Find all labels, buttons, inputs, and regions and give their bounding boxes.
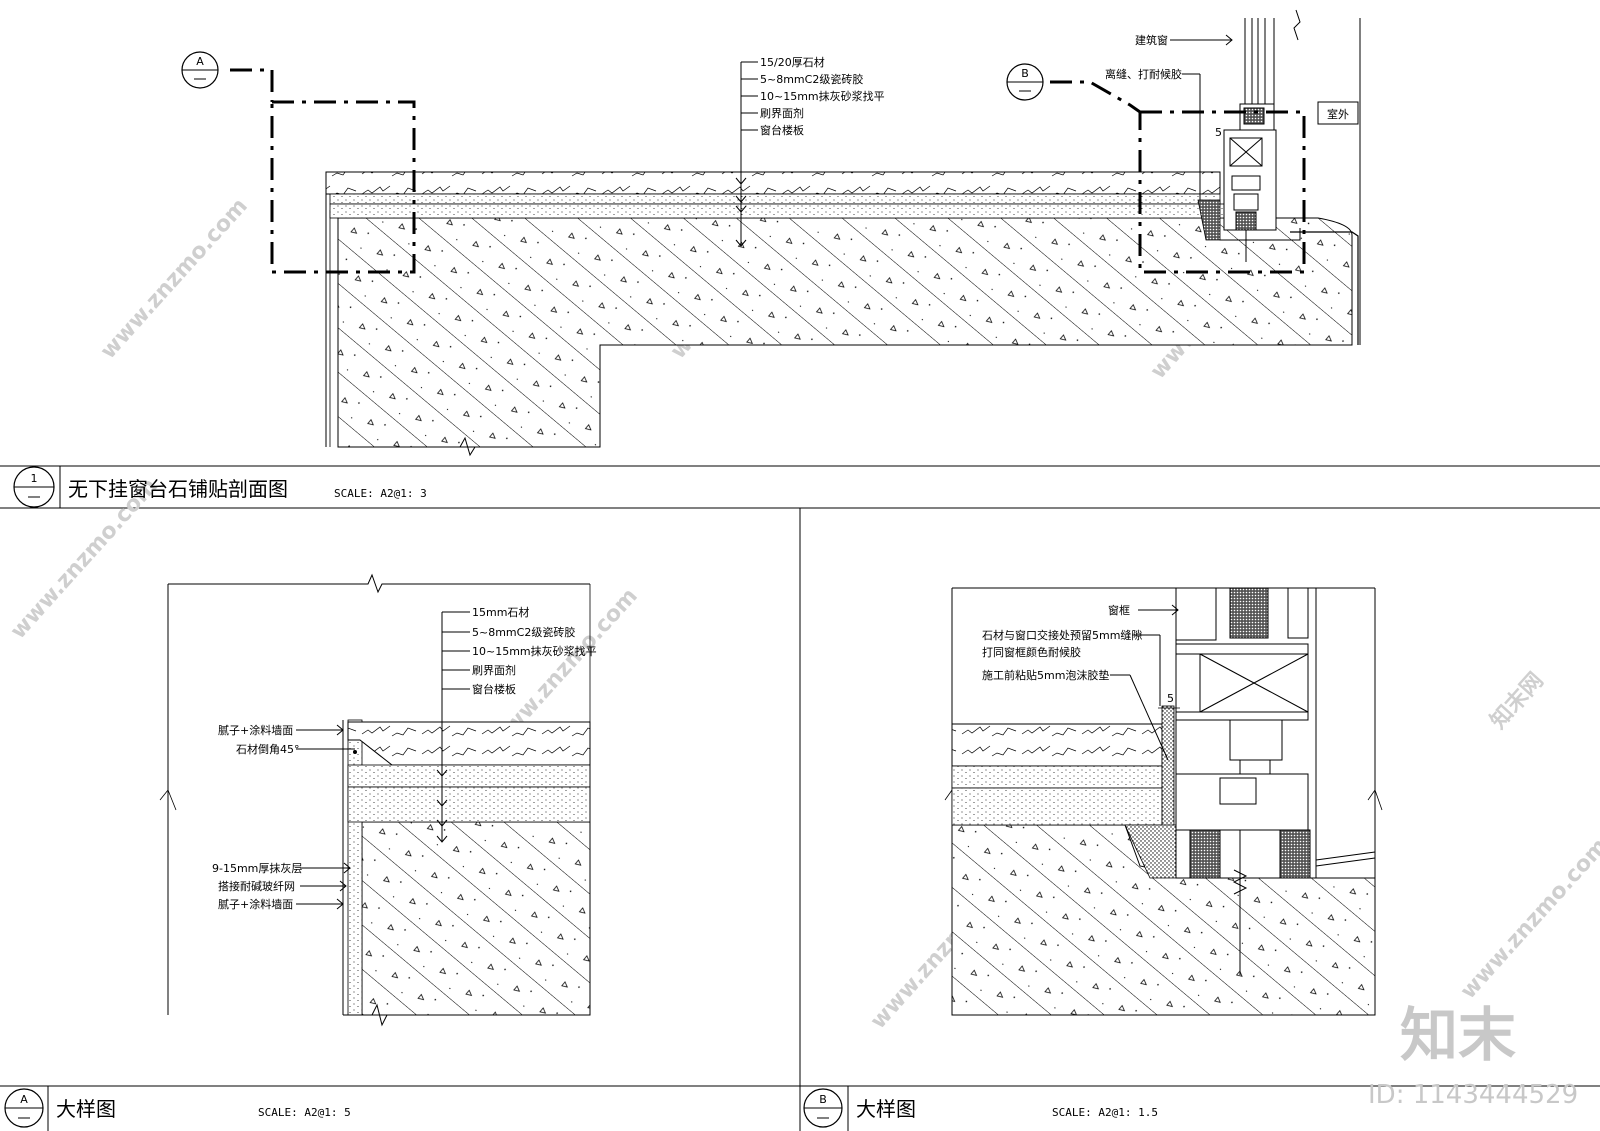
note-foam-pad: 施工前粘贴5mm泡沫胶垫 xyxy=(982,668,1109,682)
note-sealant-match-frame: 打同窗框颜色耐候胶 xyxy=(982,645,1081,659)
note-mortar-leveling: 10~15mm抹灰砂浆找平 xyxy=(760,89,885,103)
detail-a-title: 大样图 xyxy=(56,1097,116,1121)
screed-layer xyxy=(329,203,1231,219)
detail-a-title-bar: A 大样图 SCALE: A2@1: 5 xyxy=(4,1086,351,1131)
callout-letter-a: A xyxy=(196,55,204,68)
note-putty-paint-wall-lower: 腻子+涂料墙面 xyxy=(218,897,293,911)
stone-layer xyxy=(325,171,1221,195)
layer-notes: 15/20厚石材 5~8mmC2级瓷砖胶 10~15mm抹灰砂浆找平 刷界面剂 … xyxy=(760,55,885,137)
note-sill-slab-a: 窗台楼板 xyxy=(472,682,516,696)
note-sill-slab: 窗台楼板 xyxy=(760,123,804,137)
callout-letter-b: B xyxy=(1021,67,1029,80)
watermark-id: ID: 1143444529 xyxy=(1368,1080,1578,1110)
sealant-joint xyxy=(1197,199,1221,241)
note-stone-chamfer: 石材倒角45° xyxy=(236,742,300,756)
gap-dimension: 5 xyxy=(1215,126,1222,139)
stone-layer-b xyxy=(951,723,1163,767)
callout-bubble-a: A xyxy=(181,51,219,89)
note-interface-agent: 刷界面剂 xyxy=(760,106,804,120)
mortar-layer xyxy=(329,193,1221,205)
foam-pad xyxy=(1161,705,1175,827)
concrete-slab-a xyxy=(361,821,591,1016)
note-putty-paint-wall: 腻子+涂料墙面 xyxy=(218,723,293,737)
layer-notes-leader xyxy=(735,61,758,247)
note-tile-adhesive-a: 5~8mmC2级瓷砖胶 xyxy=(472,625,575,639)
note-plaster-layer: 9-15mm厚抹灰层 xyxy=(212,861,302,875)
stone-layer-a xyxy=(347,721,591,766)
note-interface-agent-a: 刷界面剂 xyxy=(472,663,516,677)
drawing-title: 无下挂窗台石铺贴剖面图 xyxy=(68,477,288,501)
outside-label: 室外 xyxy=(1327,107,1349,121)
detail-b-scale: SCALE: A2@1: 1.5 xyxy=(1052,1106,1158,1119)
detail-letter-a: A xyxy=(20,1093,28,1106)
note-stone-thickness: 15/20厚石材 xyxy=(760,55,825,69)
sealant-label: 离缝、打耐候胶 xyxy=(1105,67,1182,81)
detail-b-drawing: 窗框 石材与窗口交接处预留5mm缝隙 打同窗框颜色耐候胶 施工前粘贴5mm泡沫胶… xyxy=(944,587,1383,1016)
gap-dimension-b: 5 xyxy=(1167,692,1174,705)
detail-boundary-b xyxy=(1138,110,1306,274)
window-frame-profile xyxy=(1175,587,1376,975)
sheet-frame xyxy=(0,465,1600,1131)
watermark-brand: 知末网 xyxy=(1485,668,1548,734)
note-mortar-leveling-a: 10~15mm抹灰砂浆找平 xyxy=(472,644,597,658)
note-stone-15mm: 15mm石材 xyxy=(472,605,529,619)
detail-b-title: 大样图 xyxy=(856,1097,916,1121)
drawing-scale: SCALE: A2@1: 3 xyxy=(334,487,427,500)
watermark-site: www.znzmo.com xyxy=(1456,834,1600,1004)
window-label: 建筑窗 xyxy=(1135,33,1168,47)
detail-b-title-bar: B 大样图 SCALE: A2@1: 1.5 xyxy=(803,1086,1158,1131)
callout-bubble-b: B xyxy=(1006,63,1044,101)
watermark-logo: 知末 xyxy=(1400,1001,1516,1069)
note-window-frame: 窗框 xyxy=(1108,603,1130,617)
concrete-slab xyxy=(337,217,1353,448)
detail-a-scale: SCALE: A2@1: 5 xyxy=(258,1106,351,1119)
detail-a-drawing: 15mm石材 5~8mmC2级瓷砖胶 10~15mm抹灰砂浆找平 刷界面剂 窗台… xyxy=(159,573,597,1027)
drawing-1-title-bar: 1 无下挂窗台石铺贴剖面图 SCALE: A2@1: 3 xyxy=(13,466,427,508)
watermark-site: www.znzmo.com xyxy=(96,194,253,364)
note-tile-adhesive: 5~8mmC2级瓷砖胶 xyxy=(760,72,863,86)
drawing-1-section: A B 15/20厚石材 5~8mmC2级瓷砖胶 10~15mm抹灰砂浆找 xyxy=(181,9,1361,457)
note-fiberglass-mesh: 搭接耐碱玻纤网 xyxy=(218,880,295,893)
drawing-number: 1 xyxy=(31,472,38,485)
window-frame xyxy=(1223,9,1361,345)
detail-boundary-a xyxy=(270,100,416,274)
detail-letter-b: B xyxy=(819,1093,827,1106)
note-5mm-gap: 石材与窗口交接处预留5mm缝隙 xyxy=(982,628,1142,642)
